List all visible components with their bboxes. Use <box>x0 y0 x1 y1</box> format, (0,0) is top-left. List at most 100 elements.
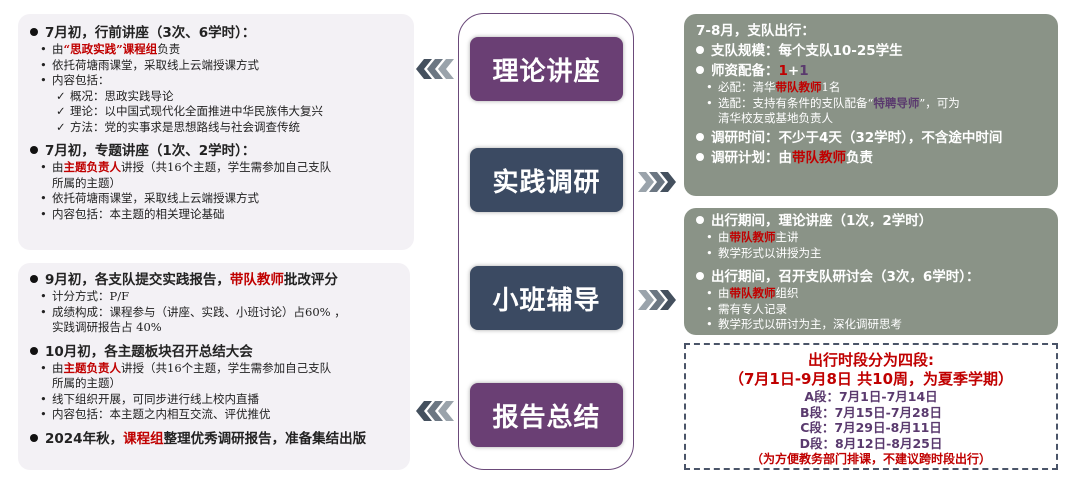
bullet-heading: 调研计划：由带队教师负责 <box>696 150 1048 167</box>
panel-title: 7-8月，支队出行： <box>696 23 1048 40</box>
text: 主讲 <box>775 230 799 244</box>
schedule-segment-c: C段：7月29日-8月11日 <box>800 420 942 435</box>
highlight-text: 带队教师 <box>729 230 776 244</box>
schedule-segment-a: A段：7月1日-7月14日 <box>804 389 938 404</box>
report-summary-button[interactable]: 报告总结 <box>470 383 623 447</box>
text: 10月初，各主题板块召开总结大会 <box>45 343 253 360</box>
highlight-text: 1 <box>778 63 788 79</box>
highlight-text: 带队教师 <box>775 80 822 94</box>
text: 成绩构成：课程参与（讲座、实践、小班讨论）占60% ， <box>52 304 346 319</box>
highlight-text: 1 <box>799 63 809 79</box>
bullet-heading: 2024年秋，课程组整理优秀调研报告，准备集结出版 <box>30 431 400 448</box>
text: 由 <box>718 286 730 300</box>
text: 由 <box>718 230 730 244</box>
text: 由 <box>52 42 64 56</box>
check-item: 方法：党的实事求是思想路线与社会调查传统 <box>30 120 404 136</box>
sub-item: 内容包括：本主题之内相互交流、评优推优 <box>30 407 400 423</box>
bullet-heading: 7月初，专题讲座（1次、2学时）： <box>30 143 404 160</box>
module-container <box>458 13 634 470</box>
bullet-heading: 支队规模：每个支队10-25学生 <box>696 43 1048 60</box>
triple-chevron-right-icon <box>638 290 676 310</box>
text: 7月初，专题讲座（1次、2学时）： <box>45 143 256 159</box>
sub-item: 由“思政实践”课程组负责 <box>30 42 404 58</box>
spacer <box>696 261 1048 266</box>
text: 调研时间：不少于4天（32学时），不含途中时间 <box>711 129 1003 146</box>
bullet-dot-icon <box>30 275 38 283</box>
text: 所属的主题） <box>52 376 121 390</box>
report-summary-panel: 9月初，各支队提交实践报告，带队教师批改评分计分方式：P/F成绩构成：课程参与（… <box>18 263 410 470</box>
sub-item: 内容包括： <box>30 73 404 89</box>
check-item: 概况：思政实践导论 <box>30 89 404 105</box>
sub-item: 成绩构成：课程参与（讲座、实践、小班讨论）占60% ， <box>30 305 400 321</box>
schedule-segment-b: B段：7月15日-7月28日 <box>800 404 942 420</box>
spacer <box>30 135 404 140</box>
theory-lecture-button[interactable]: 理论讲座 <box>470 37 623 101</box>
bullet-heading: 调研时间：不少于4天（32学时），不含途中时间 <box>696 130 1048 147</box>
text: 支队规模：每个支队10-25学生 <box>711 43 903 59</box>
bullet-dot-icon <box>30 28 38 36</box>
triple-chevron-left-icon <box>416 59 454 79</box>
text: 整理优秀调研报告，准备集结出版 <box>163 430 367 447</box>
highlight-text: 带队教师 <box>229 272 284 288</box>
bullet-heading: 7月初，行前讲座（3次、6学时）： <box>30 25 404 42</box>
text: 批改评分 <box>283 272 338 288</box>
sub-item: 内容包括：本主题的相关理论基础 <box>30 207 404 223</box>
pre-lecture-panel: 7月初，行前讲座（3次、6学时）：由“思政实践”课程组负责依托荷塘雨课堂，采取线… <box>18 14 414 250</box>
bullet-dot-icon <box>696 132 704 141</box>
text: 需有专人记录 <box>718 301 787 316</box>
highlight-text: 主题负责人 <box>63 160 122 174</box>
text: 教学形式以研讨为主，深化调研思考 <box>718 317 902 331</box>
text: + <box>787 63 800 79</box>
spacer <box>30 336 400 341</box>
text: 必配：清华 <box>718 80 776 94</box>
text: 由 <box>52 360 64 375</box>
sub-item: 必配：清华带队教师1名 <box>696 80 1048 96</box>
text: 7-8月，支队出行： <box>696 23 815 39</box>
small-class-button[interactable]: 小班辅导 <box>470 266 623 330</box>
bullet-heading: 9月初，各支队提交实践报告，带队教师批改评分 <box>30 272 400 289</box>
bullet-dot-icon <box>696 46 704 54</box>
schedule-title: 出行时段分为四段: <box>808 351 934 369</box>
sub-item: 依托荷塘雨课堂，采取线上云端授课方式 <box>30 191 404 207</box>
schedule-range: （7月1日-9月8日 共10周，为夏季学期） <box>728 370 1014 388</box>
text: 理论：以中国式现代化全面推进中华民族伟大复兴 <box>70 104 323 118</box>
bullet-dot-icon <box>30 146 38 154</box>
text: 实践调研报告占 40% <box>52 320 162 334</box>
text: 依托荷塘雨课堂，采取线上云端授课方式 <box>52 191 259 205</box>
field-trip-panel: 7-8月，支队出行：支队规模：每个支队10-25学生师资配备：1+1必配：清华带… <box>684 14 1058 196</box>
triple-chevron-left-icon <box>416 401 454 421</box>
text: 7月初，行前讲座（3次、6学时）： <box>45 25 256 41</box>
text: 计分方式：P/F <box>52 289 130 303</box>
text: 1名 <box>821 80 841 94</box>
text: 出行期间，理论讲座（1次，2学时） <box>711 213 933 229</box>
small-class-panel: 出行期间，理论讲座（1次，2学时）由带队教师主讲教学形式以讲授为主出行期间，召开… <box>684 208 1058 335</box>
schedule-segment-d: D段：8月12日-8月25日 <box>799 435 943 451</box>
triple-chevron-right-icon <box>638 172 676 192</box>
text: 讲授（共16个主题，学生需参加自己支队 <box>121 160 332 174</box>
sub-item-continuation: 所属的主题） <box>30 376 400 392</box>
text: 方法：党的实事求是思想路线与社会调查传统 <box>70 119 300 134</box>
sub-item: 由主题负责人讲授（共16个主题，学生需参加自己支队 <box>30 160 404 176</box>
sub-item: 教学形式以研讨为主，深化调研思考 <box>696 317 1048 333</box>
sub-item: 线下组织开展，可同步进行线上校内直播 <box>30 392 400 408</box>
highlight-text: 特聘导师 <box>873 95 920 110</box>
sub-item: 由带队教师主讲 <box>696 230 1048 246</box>
text: 线下组织开展，可同步进行线上校内直播 <box>52 391 259 406</box>
text: 调研计划：由 <box>711 149 792 166</box>
bullet-dot-icon <box>696 66 704 74</box>
text: 由 <box>52 160 64 174</box>
sub-item: 需有专人记录 <box>696 302 1048 318</box>
highlight-text: 带队教师 <box>792 149 846 166</box>
sub-item-continuation: 所属的主题） <box>30 176 404 192</box>
text: ”，可为 <box>919 95 960 110</box>
highlight-text: 课程组 <box>123 430 164 447</box>
text: 讲授（共16个主题，学生需参加自己支队 <box>121 360 332 375</box>
text: 教学形式以讲授为主 <box>718 245 822 260</box>
bullet-dot-icon <box>696 272 704 280</box>
text: 负责 <box>846 149 873 166</box>
schedule-note: （为方便教务部门排课，不建议跨时段出行） <box>750 452 991 466</box>
sub-item: 教学形式以讲授为主 <box>696 246 1048 262</box>
practice-research-button[interactable]: 实践调研 <box>470 148 623 212</box>
bullet-dot-icon <box>696 216 704 224</box>
bullet-heading: 出行期间，理论讲座（1次，2学时） <box>696 213 1048 230</box>
